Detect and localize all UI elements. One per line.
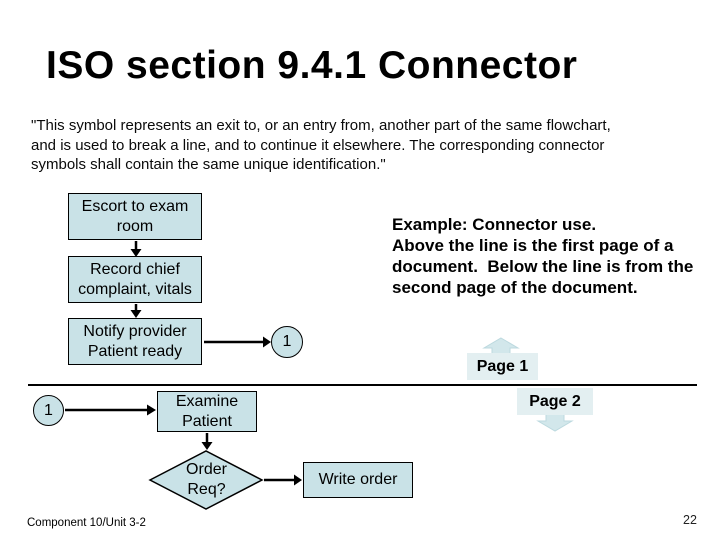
flow-arrow-connector-to-examine xyxy=(65,404,156,416)
iso-definition-text: "This symbol represents an exit to, or a… xyxy=(31,116,696,175)
flow-arrow-escort-to-record xyxy=(130,241,142,257)
iso-definition-line-1: "This symbol represents an exit to, or a… xyxy=(31,117,611,134)
slide-page-number: 22 xyxy=(683,513,697,527)
flow-arrow-record-to-notify xyxy=(130,304,142,318)
connector-circle-top: 1 xyxy=(271,326,303,358)
flow-step-write-order: Write order xyxy=(303,462,413,498)
connector-circle-bottom: 1 xyxy=(33,395,64,426)
block-arrow-down-icon xyxy=(536,413,574,432)
example-annotation-text: Example: Connector use. Above the line i… xyxy=(392,214,702,298)
page-2-label: Page 2 xyxy=(517,388,593,415)
flow-decision-order-req-label: Order Req? xyxy=(186,461,227,498)
flow-arrow-examine-to-decision xyxy=(201,433,213,450)
flow-arrow-decision-to-write xyxy=(264,474,302,486)
slide-footer: Component 10/Unit 3-2 xyxy=(27,517,146,529)
example-line-4: second page of the document. xyxy=(392,278,638,297)
flow-arrow-notify-to-connector xyxy=(204,336,271,348)
iso-definition-line-3: symbols shall contain the same unique id… xyxy=(31,156,386,173)
slide-title: ISO section 9.4.1 Connector xyxy=(46,44,578,87)
example-line-2: Above the line is the first page of a xyxy=(392,236,674,255)
example-line-3: document. Below the line is from the xyxy=(392,257,694,276)
flow-step-examine-patient: Examine Patient xyxy=(157,391,257,432)
flow-step-notify-provider: Notify provider Patient ready xyxy=(68,318,202,365)
page-break-divider-line xyxy=(28,384,697,386)
flow-step-record-chief-complaint: Record chief complaint, vitals xyxy=(68,256,202,303)
page-1-label: Page 1 xyxy=(467,353,538,380)
example-line-1: Example: Connector use. xyxy=(392,215,597,234)
flow-step-escort-to-exam-room: Escort to exam room xyxy=(68,193,202,240)
iso-definition-line-2: and is used to break a line, and to cont… xyxy=(31,136,605,154)
